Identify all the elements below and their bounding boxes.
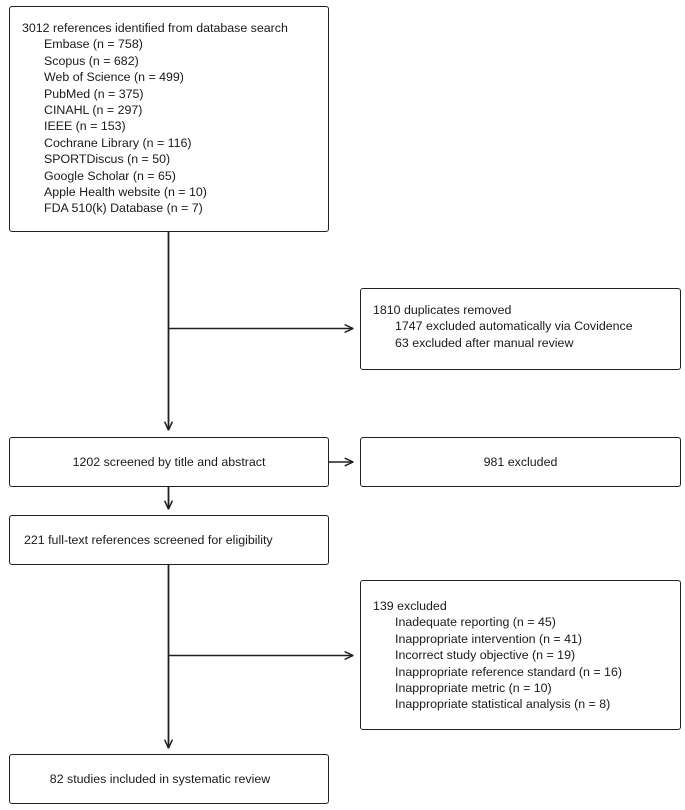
excluded139-reason-list: Inadequate reporting (n = 45) Inappropri…	[373, 614, 680, 712]
box-references-identified: 3012 references identified from database…	[9, 6, 329, 232]
list-item: SPORTDiscus (n = 50)	[44, 152, 171, 167]
list-item: CINAHL (n = 297)	[44, 103, 143, 118]
list-item: Incorrect study objective (n = 19)	[395, 648, 576, 663]
box-studies-included: 82 studies included in systematic review	[9, 754, 329, 804]
list-item: 63 excluded after manual review	[395, 335, 574, 350]
list-item: IEEE (n = 153)	[44, 119, 126, 134]
list-item: Inappropriate intervention (n = 41)	[395, 631, 583, 646]
list-item: Inappropriate reference standard (n = 16…	[395, 664, 622, 679]
list-item: Inadequate reporting (n = 45)	[395, 615, 556, 630]
list-item: Inappropriate statistical analysis (n = …	[395, 697, 611, 712]
box-excluded-fulltext: 139 excluded Inadequate reporting (n = 4…	[360, 580, 681, 730]
list-item: FDA 510(k) Database (n = 7)	[44, 201, 203, 216]
identified-source-list: Embase (n = 758) Scopus (n = 682) Web of…	[22, 36, 328, 216]
list-item: 1747 excluded automatically via Covidenc…	[395, 319, 633, 334]
list-item: PubMed (n = 375)	[44, 86, 144, 101]
list-item: Web of Science (n = 499)	[44, 70, 184, 85]
box-screened-title-abstract: 1202 screened by title and abstract	[9, 437, 329, 487]
box-excluded-title-abstract: 981 excluded	[360, 437, 681, 487]
included-heading: 82 studies included in systematic review	[49, 771, 271, 786]
list-item: Apple Health website (n = 10)	[44, 185, 207, 200]
box-fulltext-screened: 221 full-text references screened for el…	[9, 515, 329, 565]
screened-heading: 1202 screened by title and abstract	[72, 454, 266, 469]
list-item: Google Scholar (n = 65)	[44, 168, 176, 183]
identified-heading: 3012 references identified from database…	[22, 21, 288, 35]
excluded981-heading: 981 excluded	[483, 454, 558, 469]
duplicates-heading: 1810 duplicates removed	[373, 303, 512, 317]
list-item: Scopus (n = 682)	[44, 53, 139, 68]
list-item: Cochrane Library (n = 116)	[44, 135, 192, 150]
fulltext-heading: 221 full-text references screened for el…	[24, 532, 273, 547]
list-item: Embase (n = 758)	[44, 37, 143, 52]
duplicates-detail-list: 1747 excluded automatically via Covidenc…	[373, 318, 680, 351]
box-duplicates-removed: 1810 duplicates removed 1747 excluded au…	[360, 288, 681, 370]
excluded139-heading: 139 excluded	[373, 599, 447, 613]
list-item: Inappropriate metric (n = 10)	[395, 681, 552, 696]
